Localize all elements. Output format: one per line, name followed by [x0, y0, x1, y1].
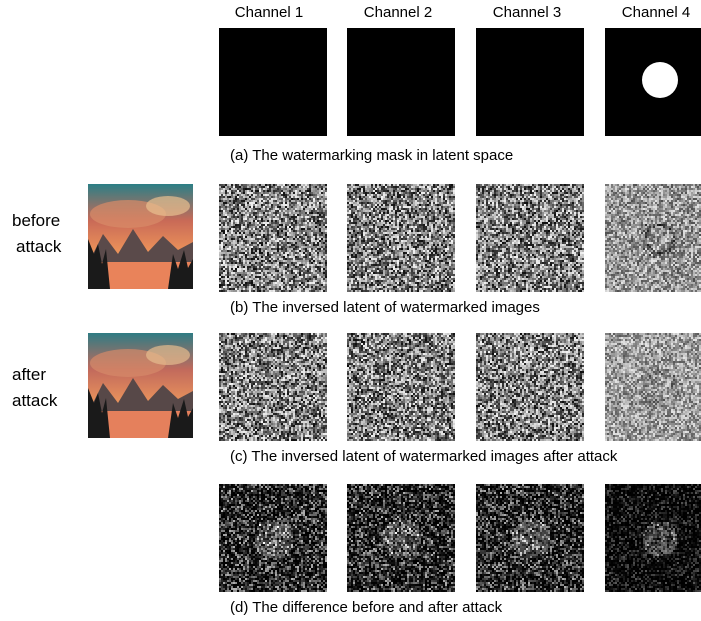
side-label-line: after [12, 362, 57, 388]
caption-a: (a) The watermarking mask in latent spac… [230, 147, 513, 164]
caption-d: (d) The difference before and after atta… [230, 599, 502, 616]
noise-texture [476, 484, 584, 592]
latent-after-channel-4 [605, 333, 701, 441]
noise-texture [347, 184, 455, 292]
latent-after-channel-2 [347, 333, 455, 441]
latent-before-channel-3 [476, 184, 584, 292]
latent-before-channel-4 [605, 184, 701, 292]
latent-after-channel-3 [476, 333, 584, 441]
latent-after-channel-1 [219, 333, 327, 441]
difference-channel-1 [219, 484, 327, 592]
noise-texture [605, 184, 701, 292]
column-header-channel-4: Channel 4 [601, 4, 701, 21]
difference-channel-2 [347, 484, 455, 592]
mask-channel-3 [476, 28, 584, 136]
noise-texture [219, 484, 327, 592]
landscape-thumbnail-before [88, 184, 193, 289]
noise-texture [476, 333, 584, 441]
column-header-channel-2: Channel 2 [343, 4, 453, 21]
mask-channel-1 [219, 28, 327, 136]
difference-channel-3 [476, 484, 584, 592]
noise-texture [347, 333, 455, 441]
side-label-line: attack [12, 234, 61, 260]
landscape-thumbnail-after [88, 333, 193, 438]
column-header-channel-3: Channel 3 [472, 4, 582, 21]
difference-channel-4 [605, 484, 701, 592]
mask-circle-image [605, 28, 701, 136]
column-header-channel-1: Channel 1 [214, 4, 324, 21]
noise-texture [219, 184, 327, 292]
latent-before-channel-2 [347, 184, 455, 292]
side-label-after-attack: after attack [12, 362, 57, 414]
caption-b: (b) The inversed latent of watermarked i… [230, 299, 540, 316]
noise-texture [347, 484, 455, 592]
latent-before-channel-1 [219, 184, 327, 292]
mask-channel-4 [605, 28, 701, 136]
noise-texture [219, 333, 327, 441]
side-label-line: before [12, 208, 61, 234]
side-label-before-attack: before attack [12, 208, 61, 260]
noise-texture [605, 333, 701, 441]
noise-texture [605, 484, 701, 592]
caption-c: (c) The inversed latent of watermarked i… [230, 448, 617, 465]
side-label-line: attack [12, 388, 57, 414]
mask-channel-2 [347, 28, 455, 136]
noise-texture [476, 184, 584, 292]
